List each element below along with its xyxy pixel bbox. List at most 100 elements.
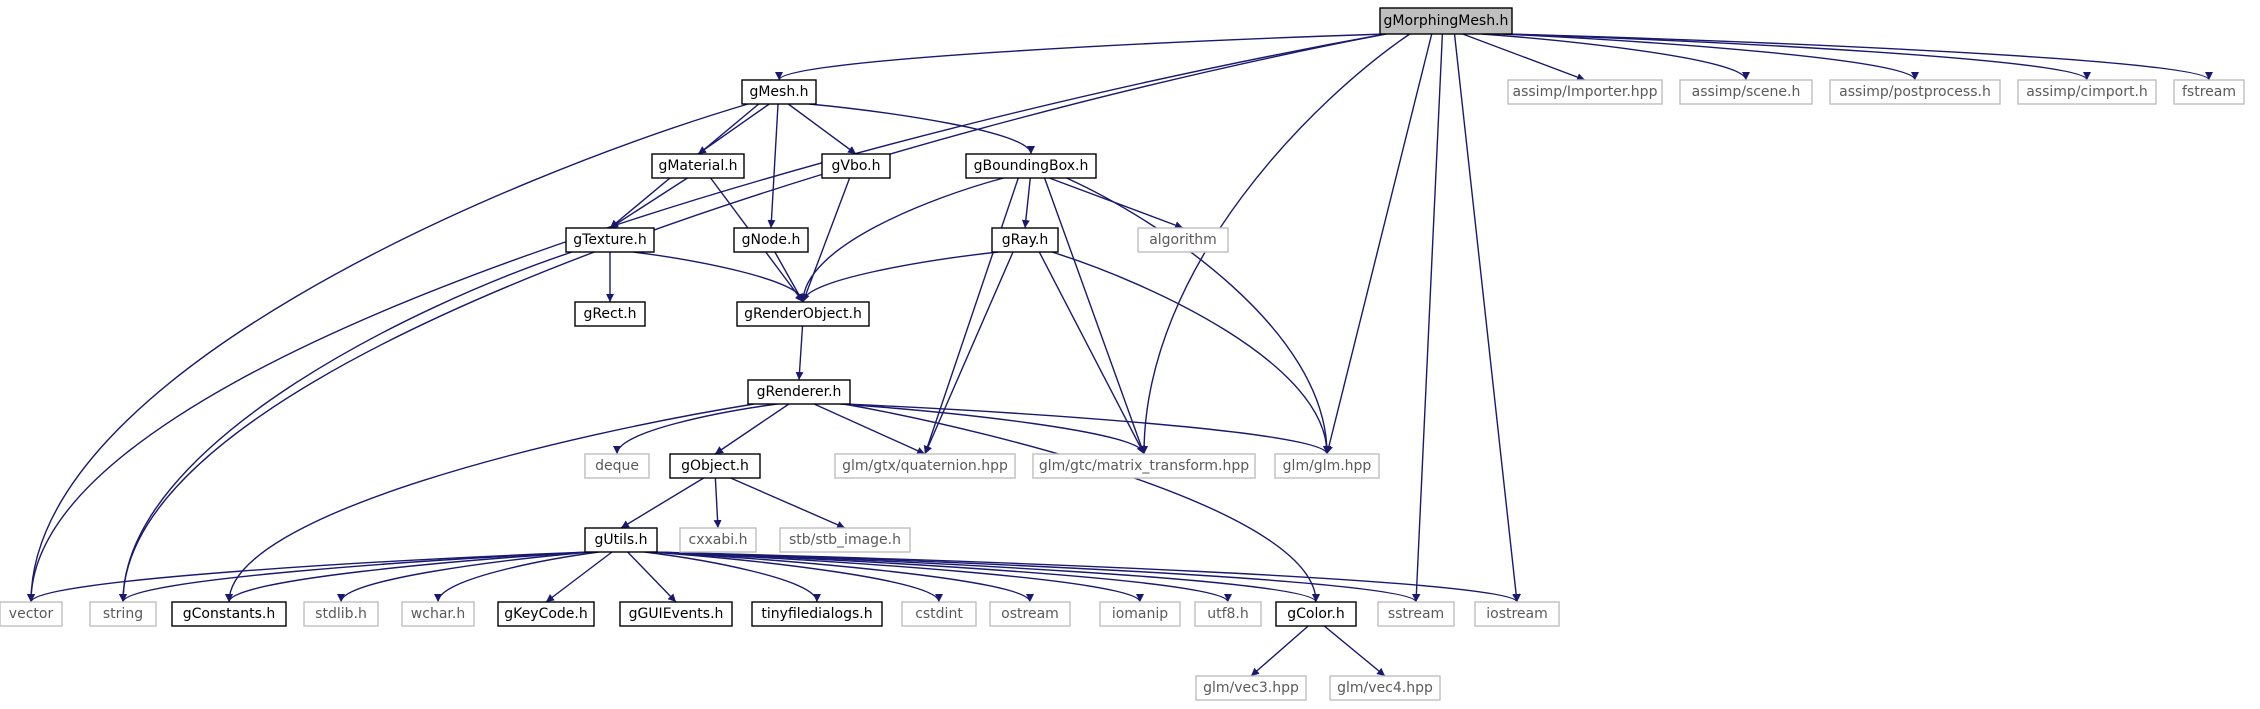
node-gMorphingMesh[interactable]: gMorphingMesh.h	[1379, 7, 1513, 35]
node-label: gTexture.h	[573, 232, 646, 248]
node-label: stdlib.h	[315, 606, 367, 622]
node-box	[965, 153, 1097, 179]
node-gBoundingBox[interactable]: gBoundingBox.h	[965, 153, 1097, 179]
node-box	[736, 301, 870, 327]
node-box	[1379, 7, 1513, 35]
edge-gColor-to-vec3	[1250, 625, 1309, 677]
node-assimpImporter: assimp/Importer.hpp	[1507, 79, 1663, 105]
node-box	[171, 601, 287, 627]
node-label: iostream	[1486, 606, 1548, 622]
node-gRect[interactable]: gRect.h	[574, 301, 646, 327]
node-gNode[interactable]: gNode.h	[733, 227, 809, 253]
node-fstream: fstream	[2173, 79, 2245, 105]
edge-gBoundingBox-to-matrixTransform	[1043, 177, 1146, 455]
node-gMaterial[interactable]: gMaterial.h	[651, 153, 745, 179]
node-label: deque	[595, 458, 639, 474]
node-tinyfiledialogs[interactable]: tinyfiledialogs.h	[751, 601, 883, 627]
node-glm: glm/glm.hpp	[1274, 453, 1380, 479]
node-gRenderer[interactable]: gRenderer.h	[747, 379, 851, 405]
node-label: gGUIEvents.h	[629, 606, 724, 622]
edge-gMesh-to-gVbo	[787, 103, 857, 155]
edge-gVbo-to-gRenderObject	[802, 177, 851, 303]
node-box	[1829, 79, 2001, 105]
node-gObject[interactable]: gObject.h	[669, 453, 761, 479]
node-utf8: utf8.h	[1194, 601, 1262, 627]
node-label: gRect.h	[583, 306, 636, 322]
nodes-layer: gMorphingMesh.h gMesh.h assimp/Importer.hp…	[0, 7, 2245, 701]
node-box	[747, 379, 851, 405]
edge-gMesh-to-gNode	[767, 103, 779, 229]
edge-gMorphingMesh-to-glm	[1325, 33, 1433, 455]
node-gUtils[interactable]: gUtils.h	[584, 527, 658, 553]
edge-gObject-to-cxxabi	[713, 477, 722, 529]
edge-gObject-to-gUtils	[620, 477, 705, 529]
edge-gRenderer-to-gObject	[714, 403, 790, 455]
node-box	[1329, 675, 1441, 701]
node-stdlib: stdlib.h	[303, 601, 379, 627]
edge-gMesh-to-gMaterial	[697, 103, 770, 155]
node-box	[1474, 601, 1560, 627]
node-label: gConstants.h	[183, 606, 275, 622]
node-box	[989, 601, 1071, 627]
node-label: stb/stb_image.h	[789, 532, 901, 548]
node-label: vector	[9, 606, 54, 622]
node-label: gRay.h	[1002, 232, 1049, 248]
node-gRay[interactable]: gRay.h	[991, 227, 1059, 253]
node-box	[2173, 79, 2245, 105]
node-ostream: ostream	[989, 601, 1071, 627]
node-algorithm: algorithm	[1137, 227, 1229, 253]
edge-gMorphingMesh-to-string	[119, 33, 1387, 603]
edge-gMorphingMesh-to-assimpImporter	[1462, 33, 1586, 81]
node-label: utf8.h	[1207, 606, 1249, 622]
node-gGUIEvents[interactable]: gGUIEvents.h	[619, 601, 733, 627]
node-box	[679, 527, 757, 553]
node-wchar: wchar.h	[401, 601, 475, 627]
edge-gUtils-to-cstdint	[650, 551, 943, 603]
edge-gUtils-to-gConstants	[225, 551, 592, 603]
node-label: glm/vec4.hpp	[1337, 680, 1433, 696]
node-box	[1099, 601, 1181, 627]
node-matrixTransform: glm/gtc/matrix_transform.hpp	[1032, 453, 1256, 479]
edge-gMorphingMesh-to-fstream	[1505, 33, 2213, 81]
node-box	[619, 601, 733, 627]
edge-gUtils-to-string	[119, 551, 592, 603]
edge-gRenderer-to-deque	[613, 403, 778, 455]
node-label: gVbo.h	[832, 158, 881, 174]
node-label: gKeyCode.h	[504, 606, 587, 622]
node-gConstants[interactable]: gConstants.h	[171, 601, 287, 627]
node-box	[901, 601, 977, 627]
node-label: iomanip	[1112, 606, 1168, 622]
node-box	[821, 153, 891, 179]
node-label: glm/glm.hpp	[1283, 458, 1372, 474]
node-box	[1275, 601, 1357, 627]
edge-gTexture-to-gRenderObject	[633, 251, 807, 303]
node-gMesh[interactable]: gMesh.h	[741, 79, 817, 105]
node-label: sstream	[1388, 606, 1444, 622]
edge-gMaterial-to-gTexture	[609, 177, 688, 229]
edge-gMesh-to-gBoundingBox	[809, 103, 1035, 155]
node-gColor[interactable]: gColor.h	[1275, 601, 1357, 627]
edge-gMorphingMesh-to-assimpScene	[1481, 33, 1750, 81]
edge-gMorphingMesh-to-gMesh	[775, 33, 1387, 81]
node-iostream: iostream	[1474, 601, 1560, 627]
node-string: string	[89, 601, 157, 627]
node-gRenderObject[interactable]: gRenderObject.h	[736, 301, 870, 327]
edge-gMorphingMesh-to-assimpPost	[1502, 33, 1919, 81]
node-box	[2017, 79, 2157, 105]
node-box	[1032, 453, 1256, 479]
node-vec3: glm/vec3.hpp	[1195, 675, 1307, 701]
edge-gMorphingMesh-to-iostream	[1453, 33, 1521, 603]
node-gTexture[interactable]: gTexture.h	[565, 227, 655, 253]
edge-gUtils-to-stdlib	[337, 551, 592, 603]
node-gVbo[interactable]: gVbo.h	[821, 153, 891, 179]
node-box	[741, 79, 817, 105]
edge-gTexture-to-string	[119, 251, 573, 603]
node-assimpScene: assimp/scene.h	[1679, 79, 1813, 105]
edge-gRenderer-to-glm	[843, 403, 1331, 455]
edge-gMorphingMesh-to-assimpCimport	[1505, 33, 2091, 81]
node-gKeyCode[interactable]: gKeyCode.h	[497, 601, 595, 627]
edge-gUtils-to-vector	[27, 551, 592, 603]
node-label: ostream	[1001, 606, 1059, 622]
node-label: gNode.h	[742, 232, 801, 248]
